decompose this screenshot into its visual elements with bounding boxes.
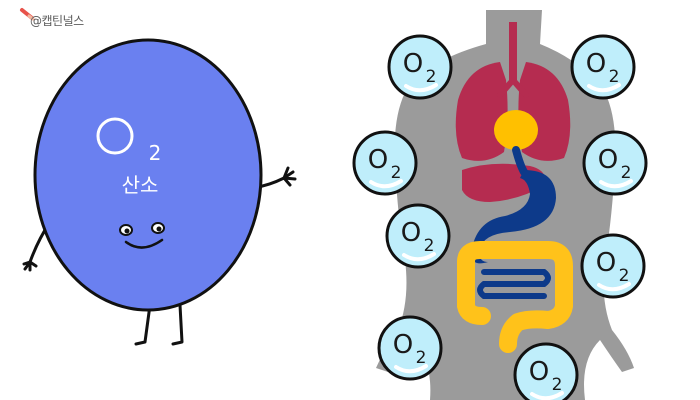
- o2-bubble-highlight: [587, 83, 621, 93]
- o2-symbol: O: [598, 145, 618, 175]
- pencil-icon: [20, 8, 35, 21]
- o2-subscript: 2: [621, 163, 632, 183]
- o2-symbol: O: [401, 218, 421, 248]
- o2-bubble-highlight: [369, 179, 403, 189]
- o2-subscript: 2: [609, 67, 620, 87]
- o2-subscript: 2: [424, 236, 435, 256]
- left-leg: [134, 303, 152, 346]
- o2-bubble-circle: [387, 34, 453, 100]
- o2-symbol: O: [403, 49, 423, 79]
- o2-symbol: O: [368, 145, 388, 175]
- o2-symbol: O: [393, 330, 413, 360]
- o2-symbol: O: [586, 49, 606, 79]
- character-face: [119, 222, 165, 249]
- watermark-label: @캡틴널스: [30, 14, 84, 28]
- character-body: [33, 38, 263, 312]
- o2-bubble-circle: [570, 34, 636, 100]
- formula-subscript: 2: [149, 141, 162, 165]
- o2-bubble-circle: [582, 130, 648, 196]
- o2-bubble-circle: [513, 342, 579, 400]
- o2-symbol: O: [529, 357, 549, 387]
- o2-bubble-circle: [385, 203, 451, 269]
- o2-bubble-circle: [580, 233, 646, 299]
- o2-bubble-highlight: [530, 391, 564, 400]
- o2-subscript: 2: [416, 348, 427, 368]
- small-intestine: [477, 269, 551, 299]
- heart: [494, 110, 538, 150]
- large-intestine: [457, 241, 573, 353]
- stomach: [471, 146, 556, 264]
- o2-bubble-highlight: [394, 364, 428, 374]
- o2-subscript: 2: [426, 67, 437, 87]
- right-hand: [282, 166, 297, 187]
- formula-o-ring: [96, 117, 134, 155]
- oxygen-character: 2 산소: [22, 38, 297, 346]
- right-leg: [171, 303, 184, 346]
- left-hand: [22, 260, 38, 272]
- o2-subscript: 2: [552, 375, 563, 395]
- o2-bubble-circle: [377, 315, 443, 381]
- o2-bubble-highlight: [597, 282, 631, 292]
- o2-subscript: 2: [391, 163, 402, 183]
- o2-bubble-circle: [352, 130, 418, 196]
- o2-bubble-highlight: [404, 83, 438, 93]
- o2-symbol: O: [596, 248, 616, 278]
- character-name-label: 산소: [122, 173, 159, 197]
- o2-subscript: 2: [619, 266, 630, 286]
- o2-bubble-highlight: [402, 252, 436, 262]
- o2-bubble-highlight: [599, 179, 633, 189]
